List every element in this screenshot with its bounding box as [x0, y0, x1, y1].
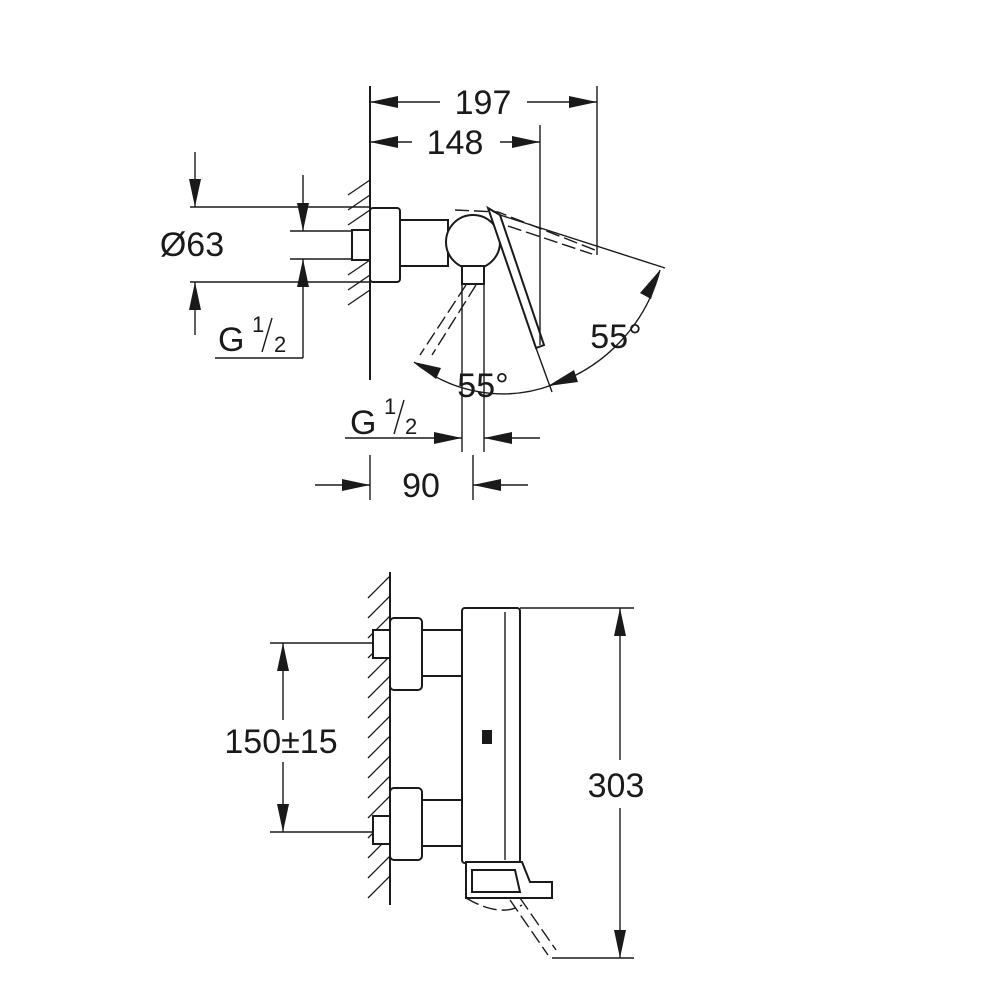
dim-overall-height: 303 [588, 767, 645, 805]
dim-90-arrow-left [342, 479, 370, 491]
mixer-body [445, 214, 501, 270]
angle-reference-line [499, 214, 666, 269]
dim-g-outlet-arrow-right [484, 432, 512, 444]
outlet-thread-num: 1 [384, 394, 396, 419]
lower-inlet-connector [372, 815, 391, 845]
handle-position-front-dashed [419, 284, 467, 356]
dim-handle-angle-front: 55° [457, 367, 508, 405]
dim-197-arrow-right [569, 96, 597, 108]
dim-g-outlet-arrow-left [434, 432, 462, 444]
dim-outlet-offset: 90 [402, 467, 440, 505]
dim-63-arrow-top [189, 179, 201, 207]
handle-position-back-dashed [454, 209, 596, 251]
dim-197-arrow-left [370, 96, 398, 108]
dim-303-arrow-bottom [614, 930, 626, 958]
outlet-thread-main: G [350, 404, 376, 442]
handle-position-front-dashed-2 [431, 284, 477, 356]
angle-reference-line-2 [535, 347, 553, 393]
dim-inlet-thread: G 1 2 [218, 312, 286, 359]
outlet-thread-slash [393, 399, 405, 435]
dim-148-arrow-left [370, 136, 398, 148]
dim-inlet-centers: 150±15 [224, 723, 337, 761]
handle-position-back-dashed-2 [507, 225, 593, 255]
inlet-thread-den: 2 [274, 332, 286, 357]
wall-escutcheon [369, 207, 401, 283]
dim-90-arrow-right [473, 479, 501, 491]
upper-inlet-connector [372, 629, 391, 659]
inlet-connector [351, 229, 371, 261]
front-wall-hatch [367, 575, 391, 899]
dim-g-inlet-arrow-top [297, 203, 309, 231]
dim-body-diameter: Ø63 [160, 226, 224, 264]
outlet-nipple [461, 265, 485, 285]
dim-303-arrow-top [614, 608, 626, 636]
lever-handle [486, 205, 546, 350]
dim-handle-angle-back: 55° [590, 318, 641, 356]
inlet-thread-num: 1 [252, 312, 264, 337]
dim-148-arrow-right [512, 136, 540, 148]
angle-arc-front-arrow [414, 362, 441, 379]
dim-150-arrow-top [277, 643, 289, 671]
brand-mark [482, 730, 492, 744]
dim-handle-depth: 148 [427, 124, 484, 162]
lever-front [471, 869, 522, 893]
side-view: 197 148 Ø63 G 1 2 55° [160, 84, 666, 505]
front-view: 150±15 303 [224, 572, 645, 959]
lower-escutcheon [389, 787, 423, 861]
dim-63-arrow-bottom [189, 282, 201, 310]
lever-swing-dashed [465, 897, 523, 911]
body-neck [399, 219, 449, 267]
lever-position-dashed-1 [509, 899, 549, 956]
inlet-thread-main: G [218, 321, 244, 359]
dim-outlet-thread: G 1 2 [350, 394, 417, 442]
angle-arc-back-arrow-bottom [548, 370, 578, 386]
outlet-thread-den: 2 [405, 414, 417, 439]
upper-escutcheon [389, 617, 423, 691]
dim-g-inlet-arrow-bottom [297, 259, 309, 287]
lever-position-dashed-2 [519, 897, 557, 951]
inlet-thread-slash [261, 317, 273, 353]
angle-arc-back-arrow-top [640, 270, 660, 299]
dim-150-arrow-bottom [277, 804, 289, 832]
dim-overall-depth: 197 [455, 84, 512, 122]
